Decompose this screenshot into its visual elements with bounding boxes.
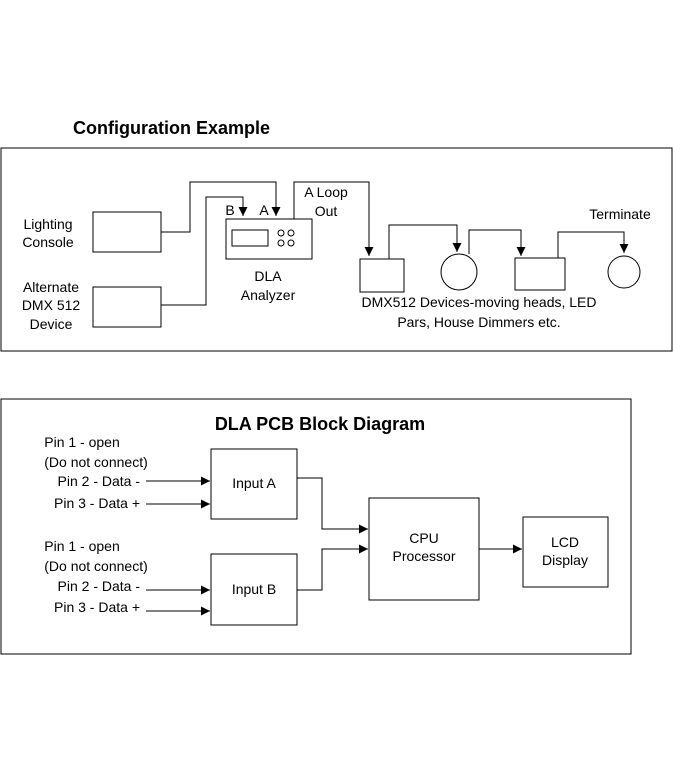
console-to-port-a-wire xyxy=(161,181,281,233)
group-b-pin2-label: Pin 2 - Data - xyxy=(58,578,141,594)
lighting-console-label-line1: Lighting xyxy=(23,216,72,232)
input-b-label: Input B xyxy=(232,581,276,597)
lcd-label-line1: LCD xyxy=(551,534,579,550)
port-a-label: A xyxy=(259,202,269,218)
chain-wire-3 xyxy=(557,231,629,258)
alternate-device-label-line1: Alternate xyxy=(23,279,79,295)
analyzer-screen xyxy=(231,229,269,247)
group-a-pin1-label: Pin 1 - open xyxy=(44,434,120,450)
dmx-device-box-1 xyxy=(359,258,405,293)
pcb-frame xyxy=(0,398,632,655)
input-a-to-cpu-wire xyxy=(297,477,368,534)
dmx-device-circle-terminate xyxy=(607,255,641,289)
alternate-device-label-line2: DMX 512 xyxy=(22,297,81,313)
lcd-block xyxy=(522,516,609,588)
cpu-block xyxy=(368,497,480,601)
devices-caption-line1: DMX512 Devices-moving heads, LED xyxy=(362,294,597,310)
alternate-device-label-line3: Device xyxy=(30,316,73,332)
a-loop-out-label-line2: Out xyxy=(315,203,338,219)
pcb-title: DLA PCB Block Diagram xyxy=(215,414,425,434)
lighting-console-box xyxy=(92,211,162,253)
config-title: Configuration Example xyxy=(73,118,270,138)
loop-out-wire xyxy=(293,181,374,256)
input-b-block xyxy=(210,553,298,626)
devices-caption-line2: Pars, House Dimmers etc. xyxy=(397,314,560,330)
dla-analyzer-label-line2: Analyzer xyxy=(241,287,296,303)
group-a-pin2-label: Pin 2 - Data - xyxy=(58,473,141,489)
chain-wire-1 xyxy=(388,224,462,259)
input-a-label: Input A xyxy=(232,475,276,491)
dmx-device-box-2 xyxy=(514,257,566,291)
analyzer-button xyxy=(287,239,295,247)
analyzer-button xyxy=(277,229,285,237)
input-b-to-cpu-wire xyxy=(297,544,368,591)
chain-wire-2 xyxy=(468,229,526,256)
terminate-label: Terminate xyxy=(589,206,651,222)
a-loop-out-label-line1: A Loop xyxy=(304,184,348,200)
alternate-device-box xyxy=(92,286,162,328)
cpu-label-line1: CPU xyxy=(409,530,439,546)
group-b-pin3-label: Pin 3 - Data + xyxy=(54,599,140,615)
port-b-label: B xyxy=(225,202,234,218)
analyzer-button xyxy=(287,229,295,237)
group-b-pin1-note: (Do not connect) xyxy=(44,558,148,574)
config-frame xyxy=(0,147,673,352)
dla-analyzer-label-line1: DLA xyxy=(254,268,282,284)
input-a-block xyxy=(210,448,298,520)
cpu-label-line2: Processor xyxy=(392,548,455,564)
group-b-pin1-label: Pin 1 - open xyxy=(44,538,120,554)
group-a-pin1-note: (Do not connect) xyxy=(44,454,148,470)
group-a-pin3-label: Pin 3 - Data + xyxy=(54,495,140,511)
lcd-label-line2: Display xyxy=(542,552,588,568)
analyzer-button xyxy=(277,239,285,247)
lighting-console-label-line2: Console xyxy=(22,234,74,250)
alternate-to-port-b-wire xyxy=(161,196,248,306)
dmx-device-circle-1 xyxy=(440,253,478,291)
